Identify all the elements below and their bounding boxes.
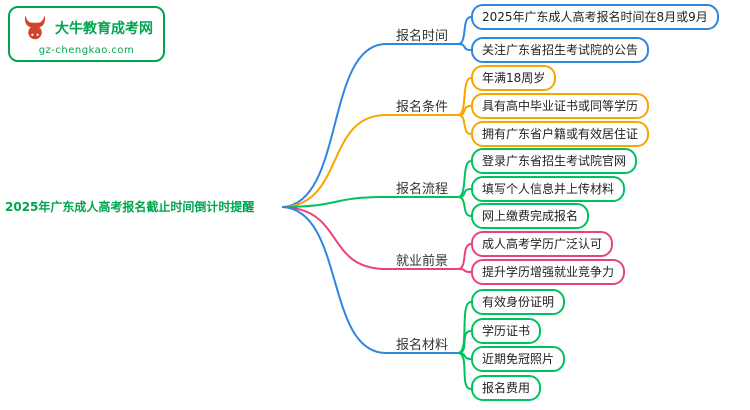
leaf-line — [457, 243, 472, 270]
leaf-line — [457, 16, 472, 45]
logo-row: 大牛教育成考网 — [20, 13, 153, 43]
branch-label-career-prospects: 就业前景 — [395, 254, 448, 269]
logo-site-name: 大牛教育成考网 — [55, 21, 153, 37]
branch-label-registration-materials: 报名材料 — [395, 338, 448, 353]
leaf-node: 有效身份证明 — [471, 289, 566, 315]
branch-line-registration-materials — [282, 206, 459, 354]
branch-line-registration-requirements — [282, 114, 459, 208]
leaf-node: 具有高中毕业证书或同等学历 — [471, 93, 650, 119]
logo-domain: gz-chengkao.com — [38, 45, 135, 56]
leaf-line — [457, 352, 472, 390]
leaf-node: 网上缴费完成报名 — [471, 203, 590, 229]
leaf-node: 报名费用 — [471, 375, 542, 401]
leaf-node: 提升学历增强就业竞争力 — [471, 259, 626, 285]
branch-label-registration-process: 报名流程 — [395, 182, 448, 197]
leaf-node: 拥有广东省户籍或有效居住证 — [471, 121, 650, 147]
leaf-node: 近期免冠照片 — [471, 346, 566, 372]
leaf-node: 2025年广东成人高考报名时间在8月或9月 — [471, 4, 719, 30]
central-topic: 2025年广东成人高考报名截止时间倒计时提醒 — [5, 200, 255, 214]
leaf-line — [457, 268, 472, 273]
leaf-node: 填写个人信息并上传材料 — [471, 176, 626, 202]
leaf-node: 学历证书 — [471, 318, 542, 344]
branch-label-registration-time: 报名时间 — [395, 29, 448, 44]
leaf-line — [457, 43, 472, 51]
branch-label-registration-requirements: 报名条件 — [395, 100, 448, 115]
leaf-node: 成人高考学历广泛认可 — [471, 231, 614, 257]
leaf-line — [457, 114, 472, 135]
branch-line-career-prospects — [282, 206, 459, 270]
branch-line-registration-process — [282, 196, 459, 208]
leaf-line — [457, 196, 472, 217]
branch-line-registration-time — [282, 43, 459, 208]
leaf-node: 关注广东省招生考试院的公告 — [471, 37, 650, 63]
site-logo: 大牛教育成考网 gz-chengkao.com — [8, 6, 165, 62]
leaf-node: 登录广东省招生考试院官网 — [471, 148, 638, 174]
leaf-node: 年满18周岁 — [471, 65, 557, 91]
bull-icon — [24, 15, 46, 40]
